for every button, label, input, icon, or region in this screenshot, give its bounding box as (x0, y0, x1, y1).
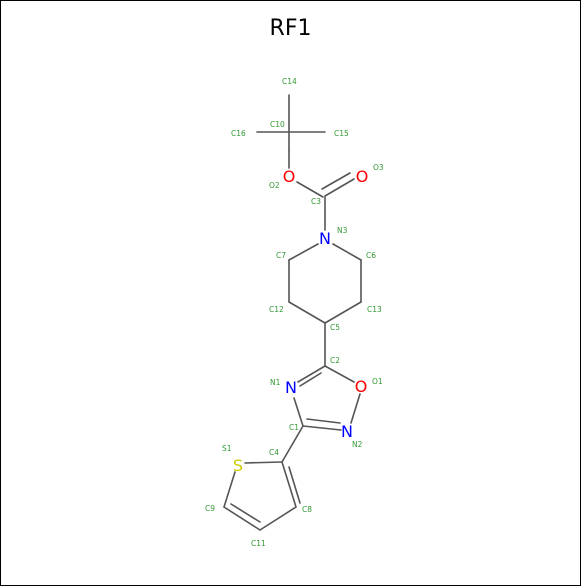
bond-n1-c1 (293, 397, 304, 427)
bond-c3-o3-double (321, 172, 351, 190)
label-c10: C10 (270, 120, 285, 129)
label-c11: C11 (251, 539, 266, 548)
label-c5: C5 (330, 323, 340, 332)
atom-n1: N (285, 378, 297, 397)
atom-o1: O (355, 377, 368, 396)
atom-n2: N (341, 422, 353, 441)
bond-c13-c5 (324, 301, 362, 324)
bond-c4-s1 (244, 461, 283, 464)
label-c4: C4 (269, 448, 279, 457)
atom-s1: S (233, 456, 243, 475)
label-c12: C12 (269, 305, 284, 314)
bonds (223, 94, 362, 531)
bond-c2-o1 (324, 365, 355, 383)
label-c13: C13 (367, 305, 382, 314)
label-c6: C6 (366, 251, 376, 260)
bond-c11-c8 (259, 506, 297, 531)
label-n1: N1 (270, 378, 281, 387)
bond-c1-c4 (281, 425, 304, 463)
bond-c2-n1 (297, 365, 326, 383)
bond-n3-c6 (332, 243, 362, 261)
bond-c3-o3 (324, 178, 355, 197)
label-c8: C8 (302, 505, 312, 514)
bond-c12-c5 (288, 301, 326, 324)
atom-n3: N (319, 229, 331, 248)
bond-c4-c8 (281, 461, 297, 508)
label-n3: N3 (337, 226, 348, 235)
label-c7: C7 (276, 251, 286, 260)
label-c14: C14 (282, 77, 297, 86)
label-c9: C9 (205, 504, 215, 513)
bond-c2-n1-double (299, 372, 322, 387)
bond-c9-c11 (223, 506, 261, 531)
bond-n3-c7 (288, 243, 319, 261)
label-c16: C16 (231, 129, 246, 138)
atom-labels: C14 C10 C16 C15 O2 O3 C3 N3 C7 C6 C12 C1… (205, 77, 384, 548)
label-o2: O2 (269, 181, 280, 190)
label-o3: O3 (373, 163, 384, 172)
bond-s1-c9 (223, 471, 236, 508)
atom-o3: O (356, 167, 369, 186)
label-c2: C2 (330, 356, 340, 365)
label-s1: S1 (222, 444, 232, 453)
label-n2: N2 (352, 440, 363, 449)
bond-o2-c3 (296, 181, 324, 198)
atom-o2: O (283, 167, 296, 186)
bond-c1-n2 (302, 425, 342, 431)
label-c15: C15 (334, 129, 349, 138)
heteroatoms: O O N N O N S (233, 167, 368, 475)
label-c3: C3 (311, 197, 321, 206)
bond-c1-n2-double (306, 418, 341, 424)
label-c1: C1 (289, 423, 299, 432)
molecule-title: RF1 (269, 16, 312, 41)
label-o1: O1 (372, 377, 383, 386)
bond-c9-c11-double (230, 503, 261, 523)
bond-o1-n2 (350, 393, 361, 424)
bond-c4-c8-double (288, 466, 301, 504)
